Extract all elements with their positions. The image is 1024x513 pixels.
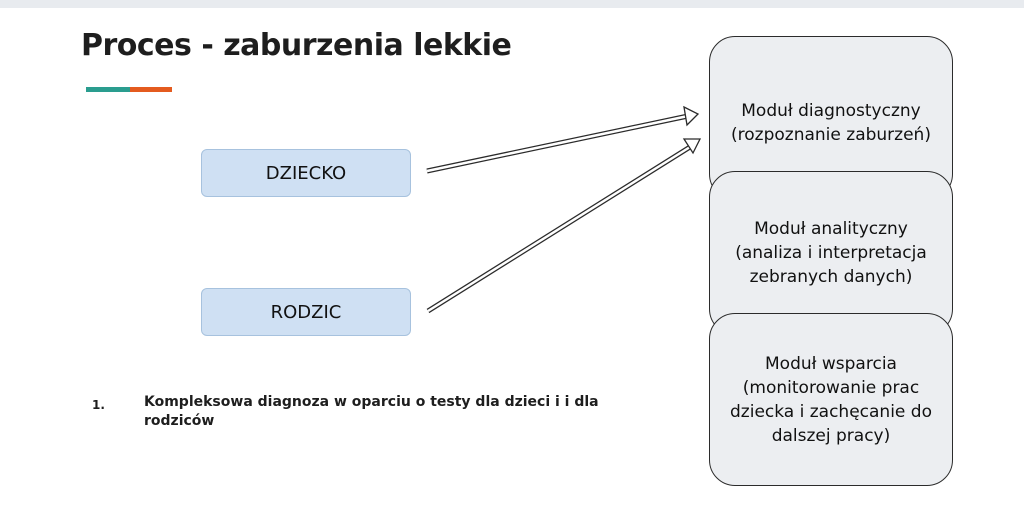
module-diagnostic-title: Moduł diagnostyczny — [741, 101, 921, 121]
entity-box-rodzic[interactable]: RODZIC — [201, 288, 411, 336]
accent-bar-orange — [130, 87, 172, 92]
entity-label-dziecko: DZIECKO — [265, 162, 347, 184]
module-support[interactable]: Moduł wsparcia (monitorowanie prac dziec… — [709, 313, 953, 486]
module-support-title: Moduł wsparcia — [765, 353, 897, 374]
arrow-dziecko-to-diagnostic — [426, 105, 700, 174]
list-item-text: Kompleksowa diagnoza w oparciu o testy d… — [144, 394, 599, 429]
accent-bar-teal — [86, 87, 130, 92]
slide-title: Proces - zaburzenia lekkie — [81, 28, 512, 63]
module-support-desc: (monitorowanie prac dziecka i zachęcanie… — [730, 377, 932, 446]
entity-box-dziecko[interactable]: DZIECKO — [201, 149, 411, 197]
module-analytic[interactable]: Moduł analityczny (analiza i interpretac… — [709, 171, 953, 335]
module-analytic-desc: (analiza i interpretacja zebranych danyc… — [735, 243, 927, 287]
module-analytic-title: Moduł analityczny — [754, 219, 908, 239]
module-diagnostic-desc: (rozpoznanie zaburzeń) — [731, 125, 931, 145]
entity-label-rodzic: RODZIC — [270, 301, 342, 323]
arrow-rodzic-to-diagnostic — [426, 138, 702, 314]
list-item-number: 1. — [92, 398, 105, 412]
top-strip — [0, 0, 1024, 8]
